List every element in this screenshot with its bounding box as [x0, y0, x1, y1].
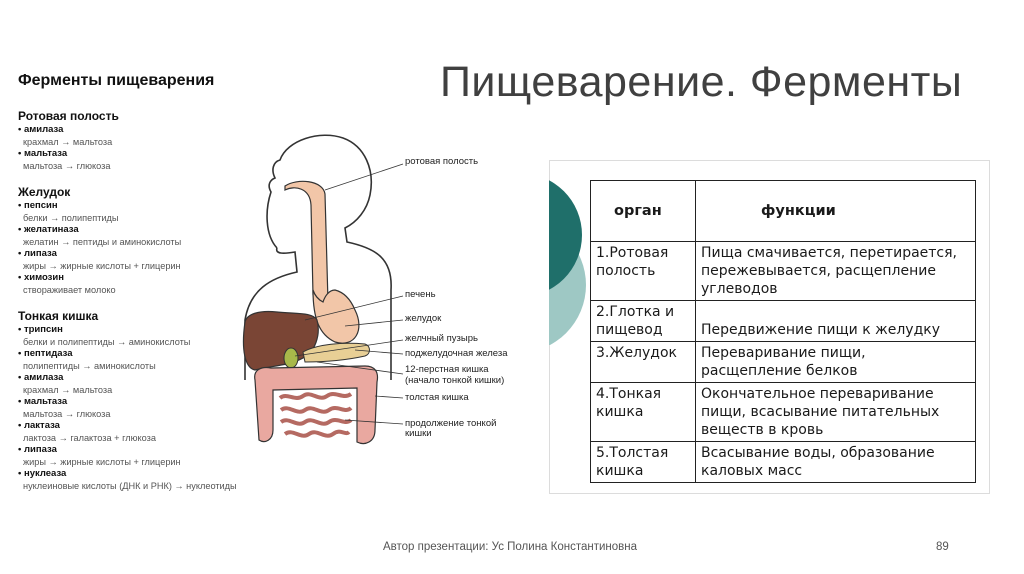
cell-organ: 4.Тонкая кишка	[590, 382, 696, 442]
cell-organ: 3.Желудок	[590, 341, 696, 383]
organ-line: 3.Желудок	[596, 345, 677, 361]
organ-line: 1.Ротовая	[596, 245, 669, 261]
label-liver: печень	[405, 289, 436, 300]
enzyme-name: • мальтаза	[18, 396, 68, 407]
label-duodenum-note: (начало тонкой кишки)	[405, 375, 505, 386]
enzyme-name: • желатиназа	[18, 224, 79, 235]
functions-table-wrap: орган функции 1.Ротовая полость Пища смач…	[590, 180, 976, 488]
header-organ-text: орган	[614, 203, 662, 219]
enzyme-desc: лактоза → галактоза + глюкоза	[23, 433, 156, 443]
section-title: Тонкая кишка	[18, 309, 99, 323]
esophagus	[284, 180, 329, 305]
label-gallbladder: желчный пузырь	[405, 333, 478, 344]
enzyme-desc: жиры → жирные кислоты + глицерин	[23, 457, 181, 467]
pancreas	[302, 342, 370, 363]
gallbladder	[283, 347, 299, 369]
table-row: 3.Желудок Переваривание пищи, расщеплени…	[590, 341, 976, 383]
enzyme-name: • липаза	[18, 444, 57, 455]
enzyme-name: • пептидаза	[18, 348, 73, 359]
cell-organ: 2.Глотка и пищевод	[590, 300, 696, 342]
cell-function: Передвижение пищи к желудку	[695, 300, 976, 342]
cell-organ: 1.Ротовая полость	[590, 241, 696, 301]
enzyme-desc: крахмал → мальтоза	[23, 385, 113, 395]
section-small-intestine: Тонкая кишка • трипсин белки и полипепти…	[18, 308, 268, 492]
label-colon: толстая кишка	[405, 392, 469, 403]
enzyme-desc: нуклеиновые кислоты (ДНК и РНК) → нуклео…	[23, 481, 237, 491]
label-stomach: желудок	[405, 313, 442, 324]
organ-line: 4.Тонкая	[596, 386, 662, 402]
section-stomach: Желудок • пепсин белки → полипептиды • ж…	[18, 184, 268, 296]
organ-line: 2.Глотка и	[596, 304, 675, 320]
label-pancreas: поджелудочная железа	[405, 348, 508, 359]
section-title: Желудок	[18, 185, 71, 199]
header-function-text: функции	[761, 203, 836, 219]
body-outline	[266, 134, 392, 380]
section-mouth: Ротовая полость • амилаза крахмал → маль…	[18, 108, 268, 172]
table-row: 1.Ротовая полость Пища смачивается, перет…	[590, 241, 976, 301]
enzyme-name: • химозин	[18, 272, 64, 283]
enzyme-name: • липаза	[18, 248, 57, 259]
digestive-system-illustration	[242, 134, 404, 445]
enzyme-desc: полипептиды → аминокислоты	[23, 361, 156, 371]
enzyme-name: • нуклеаза	[18, 468, 67, 479]
enzyme-desc: белки и полипептиды → аминокислоты	[23, 337, 191, 347]
cell-function: Пища смачивается, перетирается, пережевы…	[695, 241, 976, 301]
enzyme-name: • пепсин	[18, 200, 58, 211]
enzyme-desc: белки → полипептиды	[23, 213, 119, 223]
enzyme-desc: створаживает молоко	[23, 285, 116, 295]
table-row: 2.Глотка и пищевод Передвижение пищи к же…	[590, 300, 976, 342]
small-intestine	[278, 392, 353, 438]
slide-title: Пищеварение. Ферменты	[440, 58, 963, 106]
organ-line: 5.Толстая	[596, 445, 669, 461]
cell-function: Окончательное переваривание пищи, всасыв…	[695, 382, 976, 442]
enzymes-heading: Ферменты пищеварения	[18, 72, 215, 89]
header-organ: орган	[590, 180, 696, 242]
function-text: Передвижение пищи к желудку	[701, 322, 940, 338]
page-number: 89	[936, 541, 949, 553]
enzyme-name: • мальтаза	[18, 148, 68, 159]
enzyme-desc: крахмал → мальтоза	[23, 137, 113, 147]
table-row: 4.Тонкая кишка Окончательное переваривани…	[590, 382, 976, 442]
cell-function: Всасывание воды, образование каловых мас…	[695, 441, 976, 483]
label-small-intestine-cont: кишки	[405, 428, 432, 439]
enzyme-desc: мальтоза → глюкоза	[23, 409, 111, 419]
cell-organ: 5.Толстая кишка	[590, 441, 696, 483]
organ-line: кишка	[596, 463, 644, 479]
enzyme-name: • амилаза	[18, 372, 64, 383]
table-header-row: орган функции	[590, 180, 976, 242]
enzyme-name: • трипсин	[18, 324, 63, 335]
colon	[254, 365, 379, 445]
enzyme-name: • амилаза	[18, 124, 64, 135]
digestive-system-diagram: ротовая полость печень желудок желчный п…	[225, 130, 545, 460]
stomach	[312, 289, 360, 344]
organ-line: полость	[596, 263, 656, 279]
enzymes-panel: Ферменты пищеварения Ротовая полость • а…	[18, 70, 268, 500]
header-function: функции	[695, 180, 976, 242]
label-small-intestine: продолжение тонкой	[405, 418, 497, 429]
table-row: 5.Толстая кишка Всасывание воды, образова…	[590, 441, 976, 483]
cell-function: Переваривание пищи, расщепление белков	[695, 341, 976, 383]
slide-footer: Автор презентации: Ус Полина Константино…	[383, 541, 638, 553]
organ-line: пищевод	[596, 322, 663, 338]
enzyme-desc: мальтоза → глюкоза	[23, 161, 111, 171]
decorative-circles	[549, 180, 586, 345]
section-title: Ротовая полость	[18, 109, 119, 123]
enzyme-name: • лактаза	[18, 420, 60, 431]
label-duodenum: 12-перстная кишка	[405, 364, 489, 375]
label-mouth: ротовая полость	[405, 156, 479, 167]
organ-line: кишка	[596, 404, 644, 420]
enzyme-desc: жиры → жирные кислоты + глицерин	[23, 261, 181, 271]
functions-table: орган функции 1.Ротовая полость Пища смач…	[590, 180, 976, 483]
enzyme-desc: желатин → пептиды и аминокислоты	[23, 237, 182, 247]
